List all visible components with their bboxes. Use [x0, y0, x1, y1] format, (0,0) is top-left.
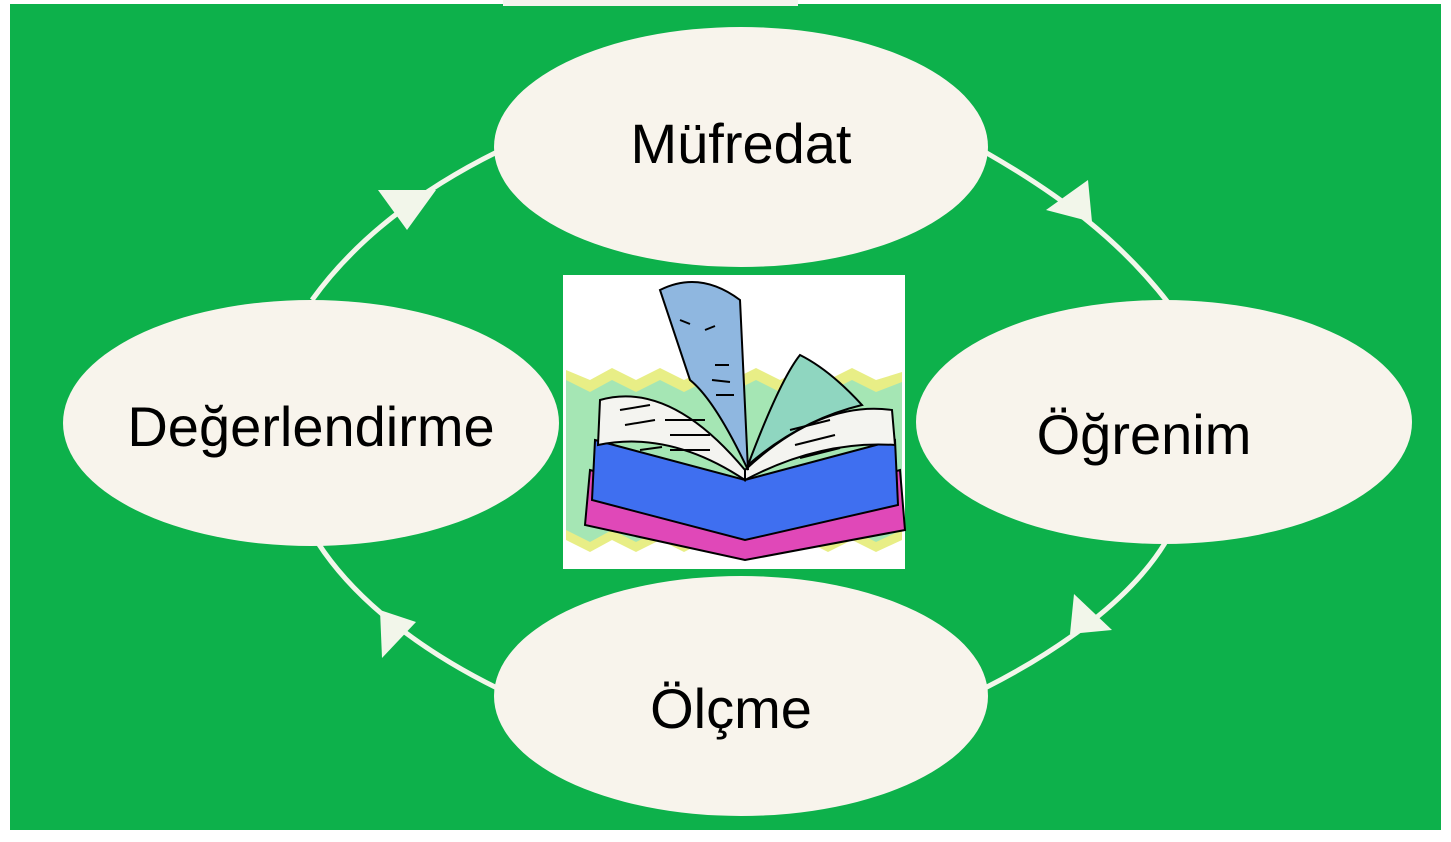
node-degerlendirme: Değerlendirme [63, 300, 559, 546]
arrowhead-to-mufredat [378, 190, 436, 230]
node-label-ogrenim: Öğrenim [1036, 402, 1252, 466]
node-olcme: Ölçme [494, 576, 988, 816]
top-strip [503, 0, 798, 6]
node-label-degerlendirme: Değerlendirme [127, 394, 495, 458]
node-label-mufredat: Müfredat [630, 111, 852, 175]
node-label-olcme: Ölçme [650, 676, 812, 740]
node-ogrenim: Öğrenim [916, 300, 1412, 544]
arrowhead-to-degerlendirme [380, 610, 416, 658]
arrowhead-to-olcme [1070, 594, 1112, 634]
node-mufredat: Müfredat [494, 27, 988, 267]
edge-degerlendirme-mufredat [309, 149, 499, 302]
open-book-icon [563, 275, 907, 569]
arrowhead-to-ogrenim [1046, 180, 1092, 222]
